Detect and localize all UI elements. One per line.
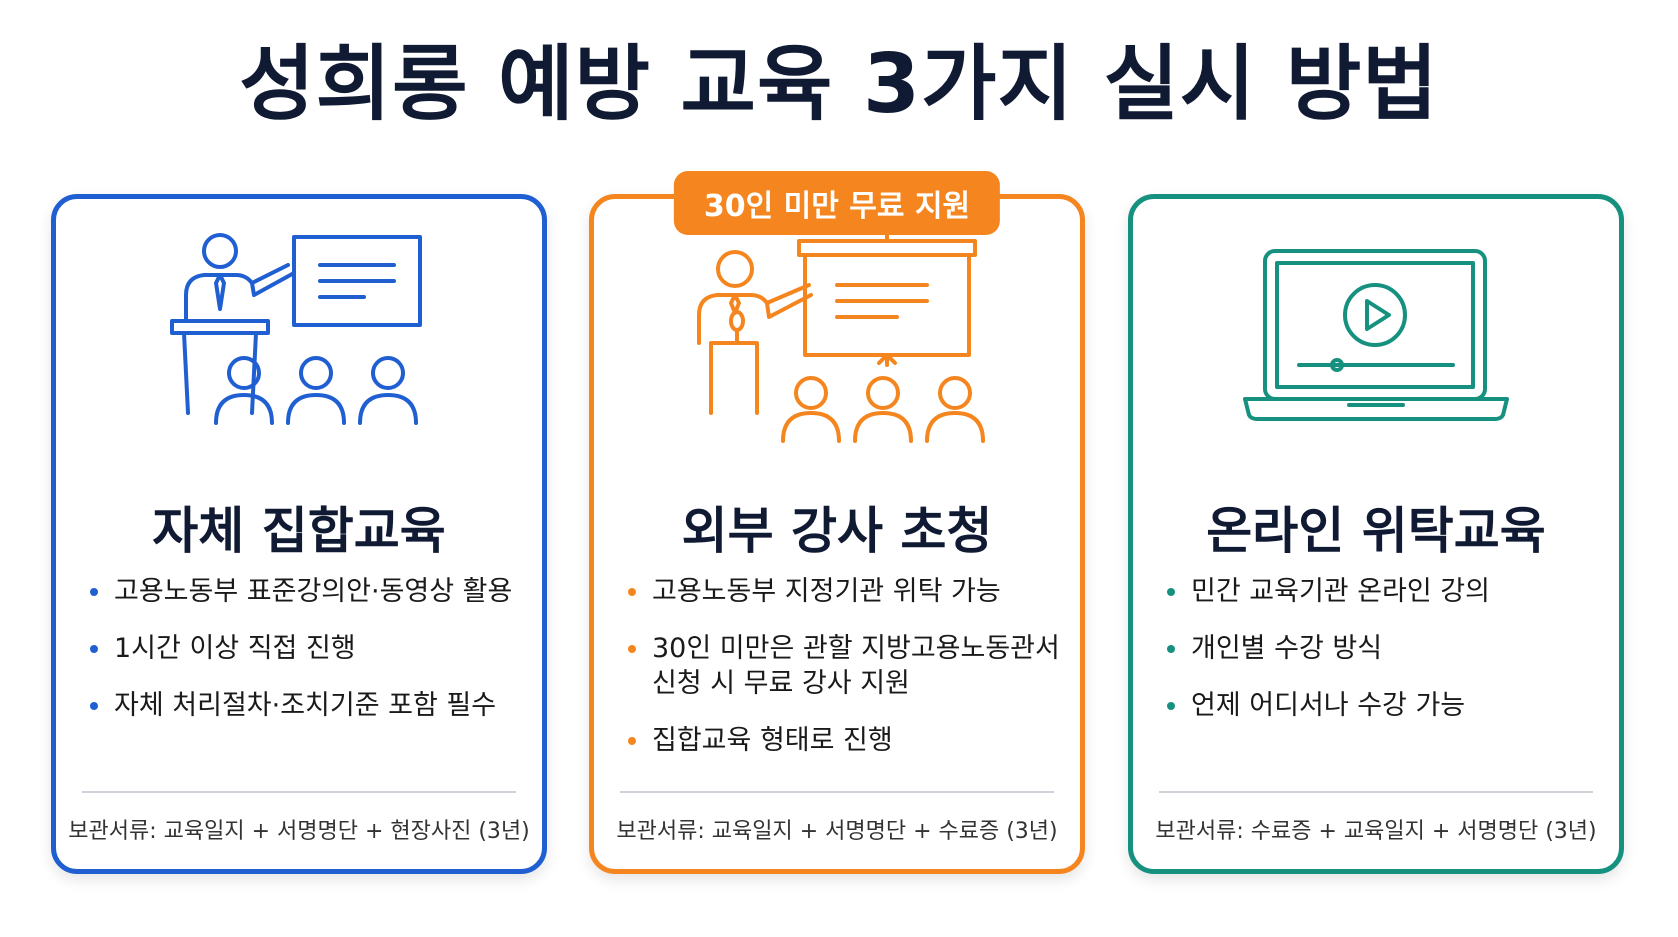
bullet-dot [90, 588, 98, 596]
list-item: 고용노동부 지정기관 위탁 가능 [624, 574, 1064, 609]
presenter-with-audience-icon [56, 233, 542, 473]
bullet-dot [628, 737, 636, 745]
bullet-text: 개인별 수강 방식 [1191, 633, 1383, 664]
bullet-list: 민간 교육기관 온라인 강의 개인별 수강 방식 언제 어디서나 수강 가능 [1163, 574, 1603, 745]
card-external-lecturer: 30인 미만 무료 지원 외 [589, 171, 1085, 874]
bullet-list: 고용노동부 지정기관 위탁 가능 30인 미만은 관할 지방고용노동관서 신청 … [624, 574, 1064, 780]
retention-documents: 보관서류: 교육일지 + 서명명단 + 수료증 (3년) [616, 819, 1058, 844]
bullet-text: 고용노동부 지정기관 위탁 가능 [652, 576, 1001, 607]
retention-documents: 보관서류: 교육일지 + 서명명단 + 현장사진 (3년) [68, 819, 530, 844]
page-title: 성희롱 예방 교육 3가지 실시 방법 [239, 37, 1439, 132]
bullet-dot [1167, 702, 1175, 710]
bullet-text: 언제 어디서나 수강 가능 [1191, 690, 1466, 721]
list-item: 고용노동부 표준강의안·동영상 활용 [86, 574, 526, 609]
bullet-text: 1시간 이상 직접 진행 [114, 633, 356, 664]
list-item: 개인별 수강 방식 [1163, 631, 1603, 666]
list-item: 1시간 이상 직접 진행 [86, 631, 526, 666]
divider [82, 791, 516, 793]
bullet-text: 고용노동부 표준강의안·동영상 활용 [114, 576, 513, 607]
free-support-badge: 30인 미만 무료 지원 [673, 171, 1001, 235]
card-title: 외부 강사 초청 [681, 502, 993, 560]
bullet-dot [90, 645, 98, 653]
divider [620, 791, 1054, 793]
laptop-video-play-icon [1133, 233, 1619, 473]
list-item: 언제 어디서나 수강 가능 [1163, 688, 1603, 723]
bullet-dot [628, 645, 636, 653]
bullet-dot [1167, 645, 1175, 653]
list-item: 집합교육 형태로 진행 [624, 723, 1064, 758]
bullet-dot [628, 588, 636, 596]
bullet-text: 민간 교육기관 온라인 강의 [1191, 576, 1490, 607]
bullet-dot [1167, 588, 1175, 596]
bullet-list: 고용노동부 표준강의안·동영상 활용 1시간 이상 직접 진행 자체 처리절차·… [86, 574, 526, 745]
divider [1159, 791, 1593, 793]
lecturer-with-microphone-icon [594, 231, 1080, 473]
card-title: 자체 집합교육 [152, 502, 446, 560]
card-online-training: 온라인 위탁교육 민간 교육기관 온라인 강의 개인별 수강 방식 언제 어디서… [1128, 194, 1624, 874]
bullet-text: 30인 미만은 관할 지방고용노동관서 신청 시 무료 강사 지원 [652, 633, 1060, 699]
card-title: 온라인 위탁교육 [1206, 502, 1546, 560]
bullet-dot [90, 702, 98, 710]
retention-documents: 보관서류: 수료증 + 교육일지 + 서명명단 (3년) [1155, 819, 1597, 844]
list-item: 자체 처리절차·조치기준 포함 필수 [86, 688, 526, 723]
bullet-text: 집합교육 형태로 진행 [652, 725, 893, 756]
list-item: 민간 교육기관 온라인 강의 [1163, 574, 1603, 609]
list-item: 30인 미만은 관할 지방고용노동관서 신청 시 무료 강사 지원 [624, 631, 1064, 701]
card-in-house-training: 자체 집합교육 고용노동부 표준강의안·동영상 활용 1시간 이상 직접 진행 … [51, 194, 547, 874]
bullet-text: 자체 처리절차·조치기준 포함 필수 [114, 690, 497, 721]
